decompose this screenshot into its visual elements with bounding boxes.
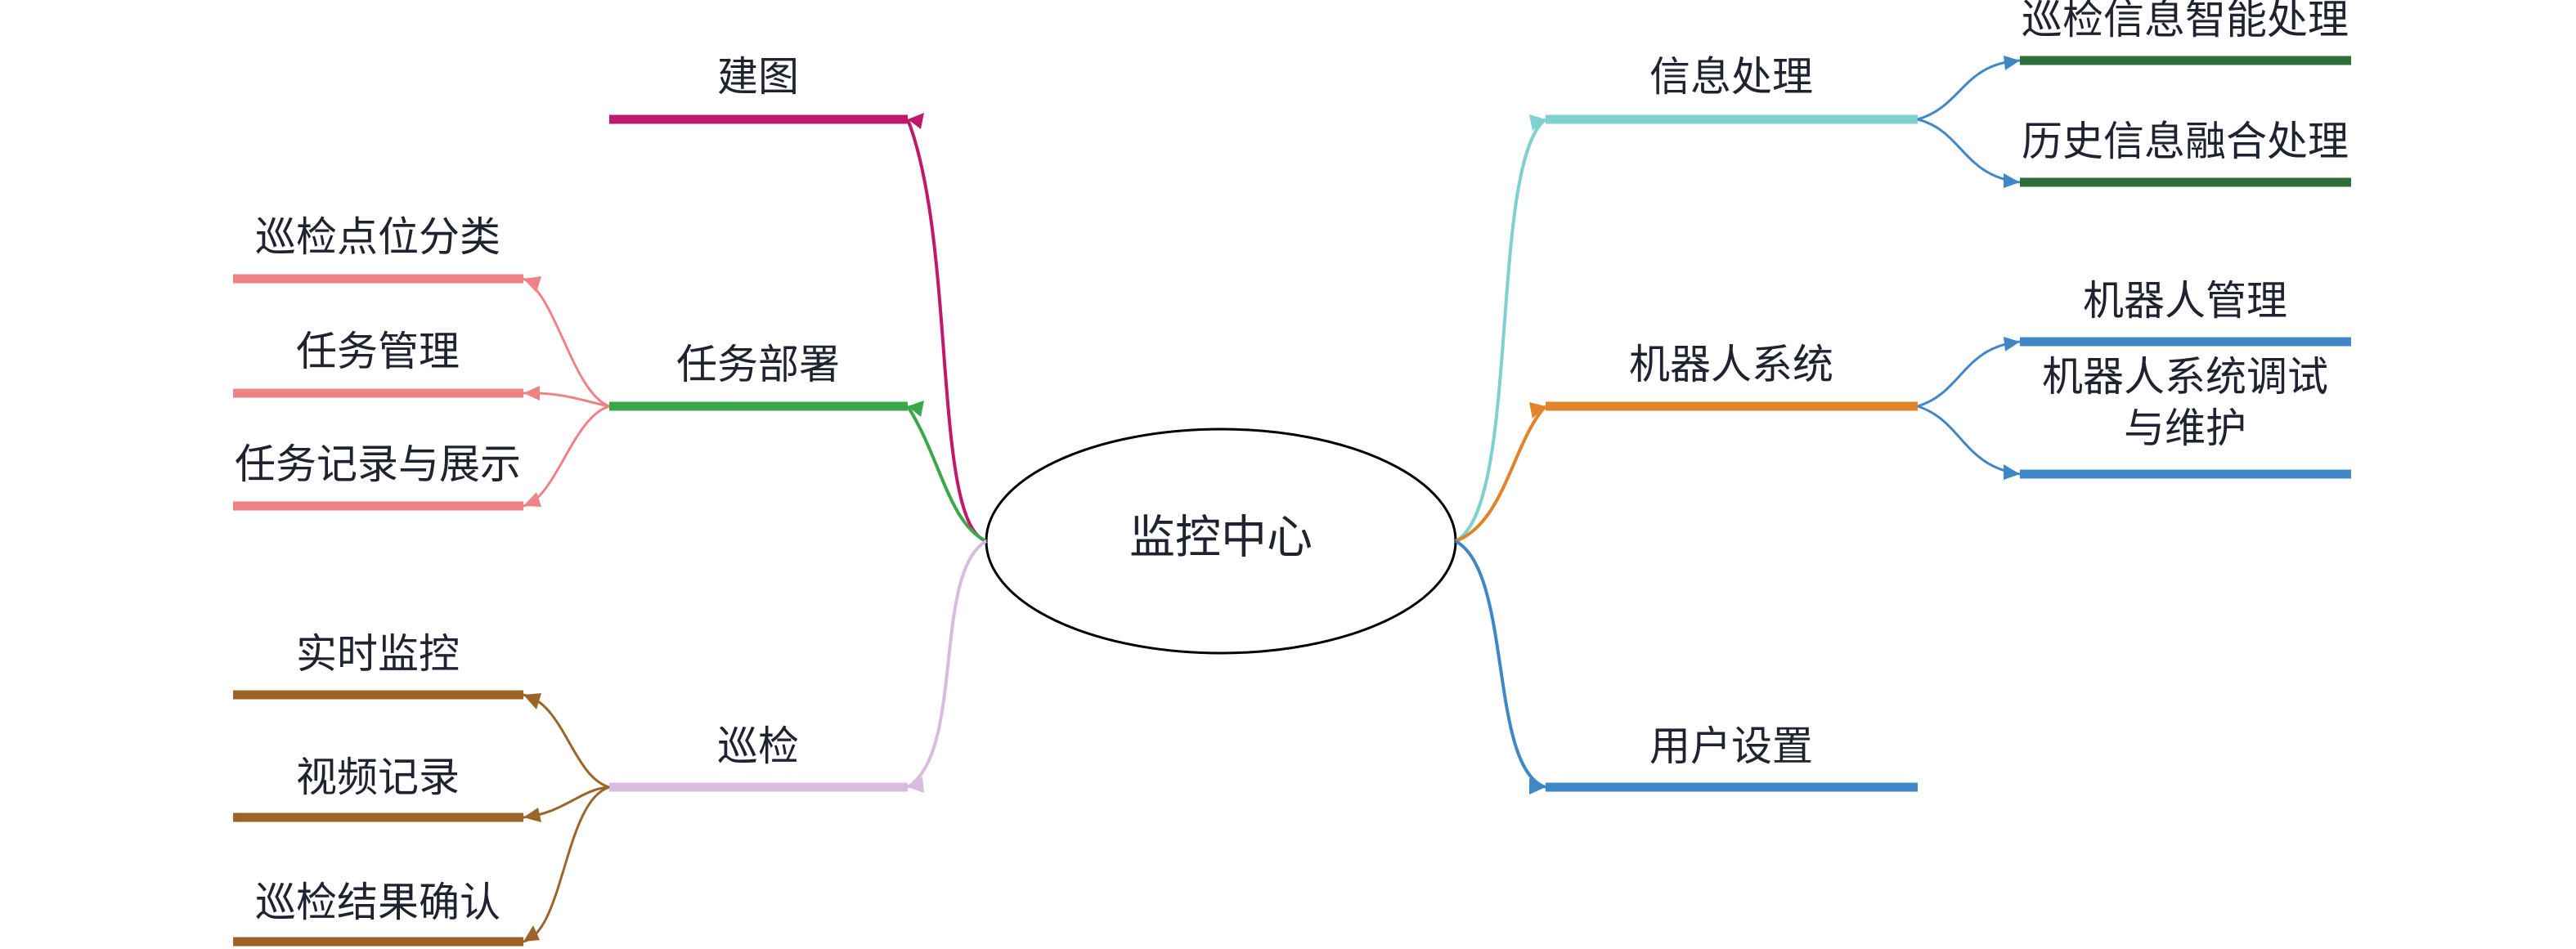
arrow-xinxi-child-1 [2004, 173, 2020, 188]
node-jiantu-label: 建图 [717, 53, 799, 101]
node-xunjian-child-1-label: 视频记录 [296, 754, 460, 801]
connector-jiqiren [1455, 405, 1547, 543]
connector-yonghu [1455, 539, 1546, 789]
arrow-jiqiren-child-0 [2004, 337, 2020, 351]
node-renwu-label: 任务部署 [676, 341, 840, 388]
node-jiqiren-child-0[interactable]: 机器人管理 [2020, 277, 2351, 347]
arrow-xunjian-child-1 [523, 808, 541, 822]
connector-jiantu [906, 119, 987, 543]
node-xunjian-child-2[interactable]: 巡检结果确认 [233, 879, 523, 947]
node-renwu[interactable]: 任务部署 [609, 341, 908, 411]
connector-xinxi-child-0 [1917, 59, 2021, 121]
connector-renwu-child-2 [523, 405, 610, 508]
node-xunjian-child-1[interactable]: 视频记录 [233, 754, 523, 822]
node-renwu-child-2[interactable]: 任务记录与展示 [233, 441, 523, 511]
arrow-jiqiren-child-1 [2004, 464, 2020, 480]
center-label: 监控中心 [1129, 512, 1313, 565]
node-xunjian-label: 巡检 [717, 723, 799, 770]
node-xunjian-child-2-label: 巡检结果确认 [255, 879, 500, 926]
node-jiantu[interactable]: 建图 [609, 53, 908, 124]
connector-xunjian [906, 539, 988, 789]
node-xinxi-child-1[interactable]: 历史信息融合处理 [2020, 118, 2351, 187]
center-node[interactable]: 监控中心 [985, 427, 1457, 655]
node-renwu-child-1[interactable]: 任务管理 [233, 328, 523, 398]
arrow-renwu-child-1 [523, 386, 540, 401]
connector-xunjian-child-2 [523, 786, 610, 943]
connector-xinxi [1455, 118, 1547, 543]
connector-xinxi-child-1 [1917, 118, 2021, 184]
arrow-xinxi-child-0 [2004, 56, 2020, 70]
node-xinxi[interactable]: 信息处理 [1546, 53, 1918, 124]
node-jiqiren[interactable]: 机器人系统 [1546, 341, 1918, 411]
node-xunjian[interactable]: 巡检 [609, 723, 908, 792]
node-xinxi-child-1-label: 历史信息融合处理 [2022, 118, 2349, 165]
node-jiqiren-child-1-label-line2: 与维护 [2124, 405, 2246, 452]
node-yonghu[interactable]: 用户设置 [1546, 723, 1918, 792]
node-xunjian-child-0[interactable]: 实时监控 [233, 630, 523, 700]
arrow-xunjian-child-2 [523, 925, 540, 942]
node-jiqiren-child-0-label: 机器人管理 [2083, 277, 2287, 325]
node-jiqiren-child-1-label-line1: 机器人系统调试 [2042, 353, 2328, 401]
connector-renwu [906, 405, 987, 543]
arrow-xinxi [1529, 114, 1546, 131]
node-yonghu-label: 用户设置 [1649, 723, 1813, 770]
arrow-jiantu [908, 113, 924, 129]
node-xinxi-label: 信息处理 [1649, 53, 1813, 101]
connector-renwu-child-0 [523, 277, 610, 408]
node-xunjian-child-0-label: 实时监控 [296, 630, 460, 678]
arrow-renwu-child-0 [523, 276, 541, 293]
connector-jiqiren-child-0 [1917, 340, 2021, 408]
arrow-jiqiren [1529, 402, 1546, 419]
node-jiqiren-child-1[interactable]: 机器人系统调试 与维护 [2020, 353, 2351, 479]
connector-jiqiren-child-1 [1917, 405, 2021, 476]
node-renwu-child-0-label: 巡检点位分类 [255, 213, 500, 261]
node-renwu-child-0[interactable]: 巡检点位分类 [233, 213, 523, 284]
arrow-xunjian [908, 777, 924, 793]
arrow-xunjian-child-0 [523, 693, 541, 710]
arrow-renwu-child-2 [523, 492, 541, 507]
node-renwu-child-1-label: 任务管理 [296, 328, 460, 375]
node-renwu-child-2-label: 任务记录与展示 [235, 441, 521, 488]
node-xinxi-child-0[interactable]: 巡检信息智能处理 [2020, 0, 2351, 65]
arrow-renwu [908, 401, 924, 417]
node-xinxi-child-0-label: 巡检信息智能处理 [2022, 0, 2349, 43]
node-jiqiren-label: 机器人系统 [1629, 341, 1833, 388]
arrow-yonghu [1529, 778, 1546, 795]
